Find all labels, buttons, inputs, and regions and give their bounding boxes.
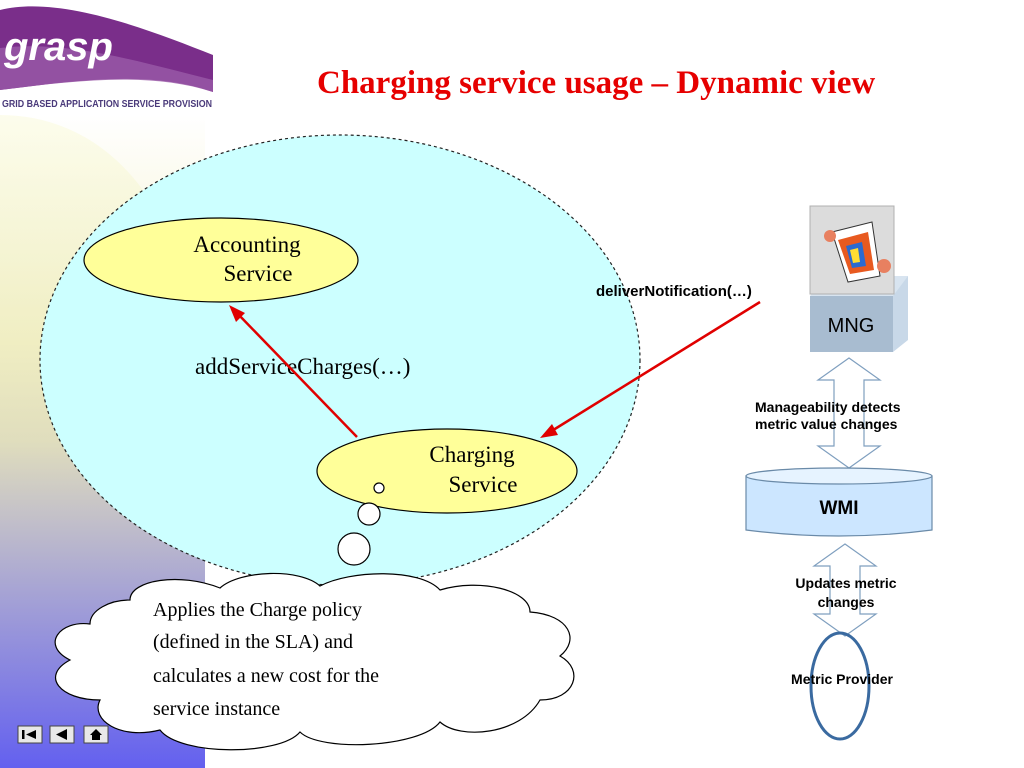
mng-label: MNG [828, 315, 875, 337]
updates-line1: Updates metric [795, 575, 896, 591]
metric-provider-oval [809, 631, 871, 741]
thought-line2: (defined in the SLA) and [153, 631, 353, 653]
add-service-charges-label: addServiceCharges(…) [195, 354, 410, 379]
deliver-notification-arrow [540, 300, 761, 438]
previous-slide-icon[interactable] [49, 725, 75, 744]
logo-word: grasp [3, 25, 113, 69]
thought-dot-large [337, 532, 371, 566]
manageability-line1: Manageability detects [755, 399, 901, 415]
add-charges-arrow [229, 305, 358, 438]
logo-tagline: GRID BASED APPLICATION SERVICE PROVISION [2, 98, 212, 110]
slide-title: Charging service usage – Dynamic view [317, 65, 875, 101]
accounting-service-node: Accounting Service [83, 217, 359, 303]
metric-provider-label: Metric Provider [791, 671, 893, 687]
wmi-node: WMI [745, 467, 933, 537]
accounting-label-line1: Accounting [193, 232, 301, 257]
mng-box [810, 296, 893, 352]
first-slide-icon[interactable] [17, 725, 43, 744]
thought-cloud: Applies the Charge policy (defined in th… [54, 572, 575, 751]
updates-line2: changes [818, 594, 875, 610]
accounting-label-line2: Service [224, 261, 293, 286]
thought-line1: Applies the Charge policy [153, 599, 362, 621]
deliver-notification-label: deliverNotification(…) [596, 283, 752, 300]
thought-dot-medium [357, 502, 381, 526]
thought-line3: calculates a new cost for the [153, 665, 379, 687]
charging-service-node: Charging Service [316, 428, 578, 514]
thought-dot-small [373, 482, 385, 494]
wmi-provider-double-arrow [812, 543, 878, 637]
mng-node: MNG [809, 205, 908, 352]
charging-label-line2: Service [449, 472, 518, 497]
wmi-label: WMI [819, 498, 858, 519]
home-icon[interactable] [83, 725, 109, 744]
charging-label-line1: Charging [429, 442, 515, 467]
grasp-logo: grasp GRID BASED APPLICATION SERVICE PRO… [0, 6, 213, 110]
manageability-line2: metric value changes [755, 416, 898, 432]
slide-navigation [17, 725, 109, 744]
thought-line4: service instance [153, 698, 280, 720]
